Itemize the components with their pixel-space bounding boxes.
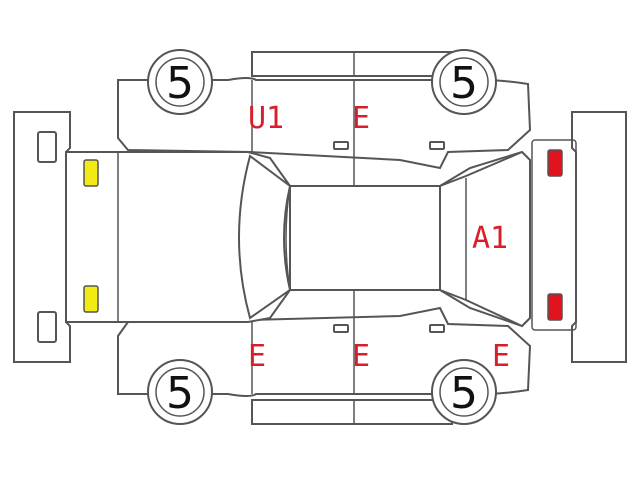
tire-rear-left: 5 bbox=[431, 49, 497, 115]
svg-text:5: 5 bbox=[450, 58, 478, 109]
roof bbox=[289, 185, 441, 291]
svg-text:5: 5 bbox=[450, 368, 478, 419]
door-handle bbox=[429, 324, 445, 333]
door-handle bbox=[333, 324, 349, 333]
rear-light-left bbox=[547, 149, 563, 177]
tire-rear-right: 5 bbox=[431, 359, 497, 425]
mark-right-rear-fender: E bbox=[492, 339, 510, 374]
door-handle bbox=[333, 141, 349, 150]
svg-text:5: 5 bbox=[166, 58, 194, 109]
front-bumper bbox=[13, 111, 71, 363]
rear-light-right bbox=[547, 293, 563, 321]
mark-rear-window: A1 bbox=[472, 221, 508, 256]
mark-rear-right-door: E bbox=[352, 339, 370, 374]
left-side-sill bbox=[251, 51, 453, 77]
mark-rear-left-door: E bbox=[352, 101, 370, 136]
rear-window bbox=[439, 150, 531, 328]
front-light-right bbox=[83, 285, 99, 313]
front-light-left bbox=[83, 159, 99, 187]
tire-front-left: 5 bbox=[147, 49, 213, 115]
rear-bumper bbox=[571, 111, 627, 363]
mark-front-left-door: U1 bbox=[248, 101, 284, 136]
tire-front-right: 5 bbox=[147, 359, 213, 425]
windshield bbox=[238, 154, 292, 320]
mark-front-right-door: E bbox=[248, 339, 266, 374]
door-handle bbox=[429, 141, 445, 150]
right-side-sill bbox=[251, 399, 453, 425]
svg-text:5: 5 bbox=[166, 368, 194, 419]
